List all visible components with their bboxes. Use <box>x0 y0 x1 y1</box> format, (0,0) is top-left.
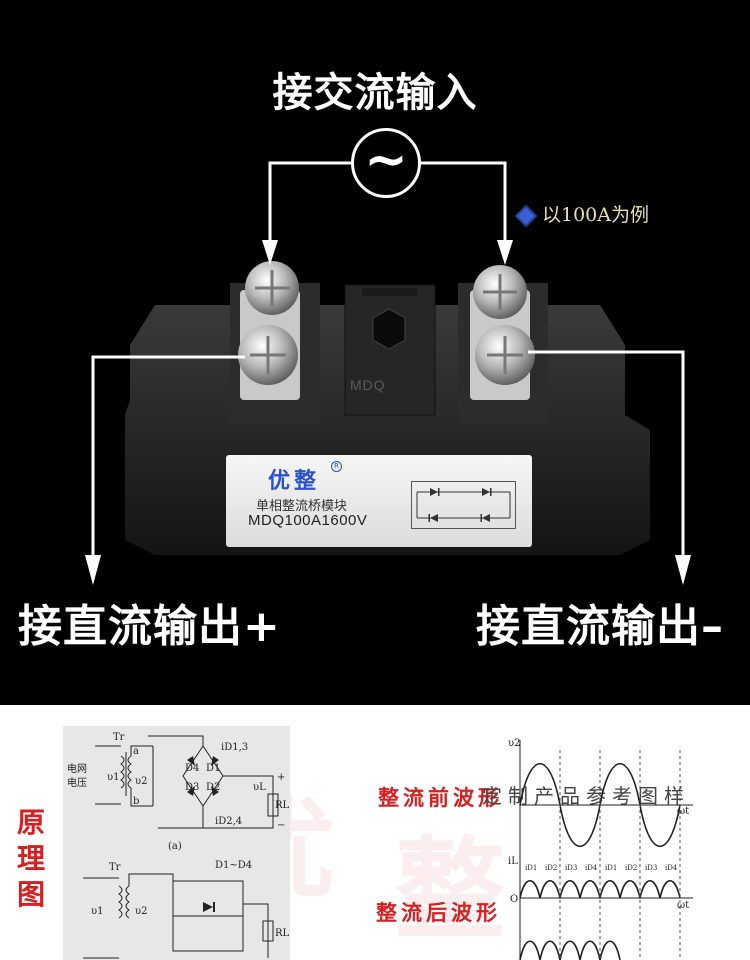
wave-id-label: iD2 <box>625 864 637 872</box>
wave-u2-label: υ2 <box>508 738 520 749</box>
circuit-panel: Tr 电网 电压 υ1 υ2 a b D4 D1 D3 D2 iD1,3 iD2… <box>63 726 290 960</box>
wave-id-label: iD2 <box>545 864 557 872</box>
circuit-id13-label: iD1,3 <box>221 742 248 753</box>
brand-name: 优整 <box>268 469 321 494</box>
wave-id-label: iD1 <box>525 864 537 872</box>
circuit-rl2-label: RL <box>275 928 290 939</box>
circuit-plus-label: + <box>277 772 285 783</box>
wave-il-label: iL <box>508 856 518 867</box>
before-rectify-label: 整流前波形 <box>378 785 503 810</box>
circuit-a-label: a <box>133 746 139 757</box>
circuit-diagram: Tr 电网 电压 υ1 υ2 a b D4 D1 D3 D2 iD1,3 iD2… <box>67 732 290 959</box>
module-label-sticker: 优整 R 单相整流桥模块 MDQ100A1600V <box>226 455 532 547</box>
circuit-tr2-label: Tr <box>109 862 121 873</box>
bridge-schematic <box>411 481 516 529</box>
circuit-v2-label: υ2 <box>135 776 147 787</box>
circuit-b-label: b <box>133 796 139 807</box>
principle-side-label: 原理图 <box>16 806 45 911</box>
dc-plus-heading: 接直流输出+ <box>18 601 281 652</box>
ac-symbol: ~ <box>351 128 421 198</box>
circuit-d1-label: D1 <box>206 763 220 774</box>
module-emboss-text: MDQ <box>350 377 386 393</box>
big-watermark-2: 整 <box>395 825 505 954</box>
circuit-rl-label: RL <box>275 800 290 811</box>
wave-omega-t-label-2: ωt <box>677 900 689 911</box>
wave-omega-t-label: ωt <box>677 806 689 817</box>
circuit-caption-a: (a) <box>168 841 182 852</box>
wave-id-label: iD4 <box>585 864 598 872</box>
dc-minus-heading: 接直流输出– <box>476 601 724 652</box>
circuit-id24-label: iD2,4 <box>215 816 242 827</box>
wave-id-label: iD3 <box>565 864 577 872</box>
circuit-v2b-label: υ2 <box>135 906 147 917</box>
module-model: MDQ100A1600V <box>248 512 368 529</box>
circuit-minus-label: − <box>277 820 285 831</box>
after-rectify-label: 整流后波形 <box>376 900 501 925</box>
module-subtitle: 单相整流桥模块 <box>256 499 348 514</box>
arrow-heads <box>85 240 691 585</box>
example-note: 以100A为例 <box>517 200 649 227</box>
circuit-tr-label: Tr <box>113 732 125 743</box>
product-photo-area: 接交流输入 ~ 以100A为例 MDQ 优整 R 单相整流桥模块 MDQ100A… <box>18 70 724 652</box>
circuit-grid-label-1: 电网 <box>67 762 87 775</box>
wave-id-label: iD4 <box>665 864 678 872</box>
bridge-schematic-drawing <box>416 488 511 522</box>
example-note-text: 以100A为例 <box>542 204 649 226</box>
circuit-d4-label: D4 <box>185 763 199 774</box>
circuit-d1-d4-label: D1~D4 <box>215 860 252 871</box>
wiring-lines <box>91 161 685 565</box>
circuit-d2-label: D2 <box>206 782 220 793</box>
circuit-d3-label: D3 <box>185 782 199 793</box>
terminal-screws <box>238 261 535 400</box>
circuit-v1-label: υ1 <box>107 772 119 783</box>
waveform-diagram: υ2 ωt iL O ωt iD1 iD2 iD3 iD4 iD1 iD2 iD… <box>508 738 693 960</box>
ac-input-heading: 接交流输入 <box>272 70 478 116</box>
circuit-vl-label: υL <box>253 782 266 793</box>
wave-origin-label: O <box>510 894 518 905</box>
wave-id-label: iD3 <box>645 864 657 872</box>
wave-id-label: iD1 <box>605 864 617 872</box>
circuit-grid-label-2: 电压 <box>67 776 87 789</box>
circuit-v1b-label: υ1 <box>91 906 103 917</box>
registered-mark: R <box>331 461 342 472</box>
custom-product-watermark: 定制产品参考图样 <box>482 784 690 808</box>
diamond-icon <box>517 207 535 225</box>
